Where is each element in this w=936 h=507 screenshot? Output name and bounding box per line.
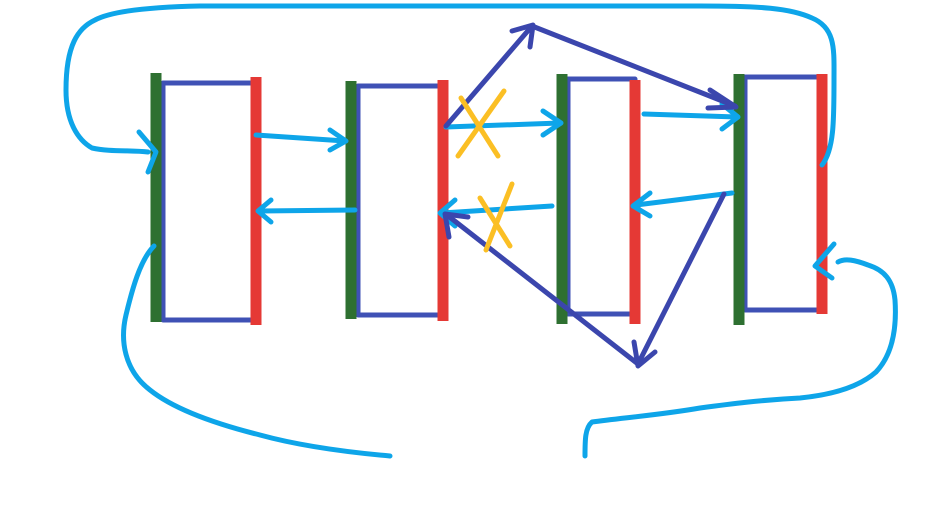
cross-mark-upper <box>455 88 507 159</box>
node-4-box <box>742 74 825 313</box>
arrow-head <box>540 108 564 138</box>
arrow-shaft-left-segment <box>121 243 393 459</box>
arrow-node2-to-node3 <box>443 108 564 138</box>
arrow-node2-to-node1 <box>255 197 358 225</box>
arrow-shaft-right-segment <box>582 257 898 459</box>
arrow-shaft <box>63 3 837 168</box>
node-4 <box>733 74 828 325</box>
arrow-shaft <box>633 190 735 208</box>
cross-mark-lower <box>477 181 515 253</box>
arrow-head <box>437 197 458 229</box>
arrow-shaft <box>253 132 348 144</box>
arrow-shaft <box>641 111 740 120</box>
arrow-head-lower <box>631 339 658 369</box>
arrow-node3-to-node2 <box>437 197 555 229</box>
node-3 <box>556 74 641 324</box>
node-1 <box>150 73 262 325</box>
node-2-box <box>355 83 446 318</box>
arrow-head-upper <box>509 22 536 50</box>
arrow-head <box>812 241 837 281</box>
arrow-head-left <box>442 211 471 240</box>
arrow-shaft <box>444 191 727 367</box>
node-1-box <box>160 80 259 323</box>
cross-stroke <box>483 181 515 253</box>
arrow-wraparound-top <box>63 3 837 175</box>
arrow-shaft <box>443 120 563 130</box>
arrow-head <box>255 197 274 225</box>
arrow-node4-to-node3 <box>630 190 735 219</box>
arrow-node1-to-node2 <box>253 127 349 153</box>
arrow-wraparound-bottom <box>121 241 898 459</box>
arrow-head <box>630 190 653 219</box>
cross-stroke <box>455 88 507 159</box>
arrow-head <box>327 127 349 153</box>
arrow-head <box>136 129 159 175</box>
arrow-shaft <box>257 207 358 214</box>
arrow-node4-to-node2 <box>442 191 727 369</box>
node-3-box <box>565 76 638 317</box>
arrow-shaft <box>439 203 555 216</box>
arrow-node2-to-node4 <box>443 22 739 129</box>
arrow-head-right <box>705 87 739 111</box>
node-2 <box>345 80 449 321</box>
